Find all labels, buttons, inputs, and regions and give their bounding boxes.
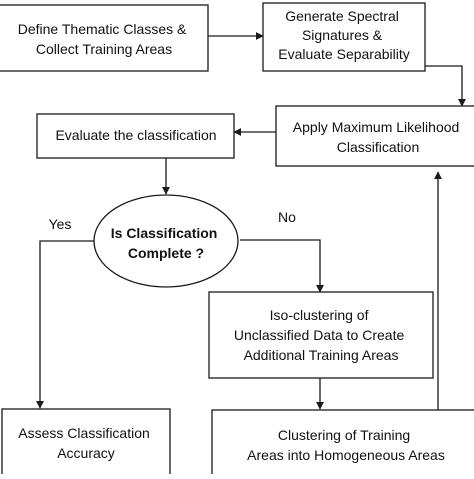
assess-text: Assess Classification Accuracy [18,425,153,461]
define-classes-box [0,4,209,72]
clustering-line-2: Areas into Homogeneous Areas [247,447,445,463]
generate-signatures-box [262,2,426,72]
apply-ml-line-1: Apply Maximum Likelihood [293,119,460,135]
assess-line-1: Assess Classification [18,425,150,441]
decision-text: Is Classification Complete ? [111,225,221,261]
iso-clustering-text: Iso-clustering of Unclassified Data to C… [234,307,408,363]
apply-ml-line-2: Classification [337,139,419,155]
iso-clustering-line-2: Unclassified Data to Create [234,327,405,343]
clustering-text: Clustering of Training Areas into Homoge… [247,427,445,463]
iso-clustering-box [208,291,434,379]
iso-clustering-line-3: Additional Training Areas [244,347,399,363]
assess-box [1,408,171,479]
decision-ellipse [93,194,239,288]
iso-clustering-line-1: Iso-clustering of [270,307,369,323]
generate-signatures-text: Generate Spectral Signatures & Evaluate … [278,8,410,62]
clustering-line-1: Clustering of Training [278,427,410,443]
assess-line-2: Accuracy [57,445,115,461]
evaluate-line-1: Evaluate the classification [55,127,216,143]
generate-signatures-line-1: Generate Spectral [285,8,399,24]
define-classes-line-1: Define Thematic Classes & [18,21,187,37]
decision-line-1: Is Classification [111,225,218,241]
define-classes-text: Define Thematic Classes & Collect Traini… [18,21,190,57]
evaluate-text: Evaluate the classification [55,127,216,143]
yes-label: Yes [49,216,72,232]
apply-ml-box [275,105,474,167]
decision-line-2: Complete ? [128,245,204,261]
generate-signatures-line-2: Signatures & [302,27,383,43]
generate-signatures-line-3: Evaluate Separability [278,46,410,62]
no-label: No [278,209,296,225]
edge-decision-no [240,239,324,293]
edge-generate-to-apply [425,65,466,107]
apply-ml-text: Apply Maximum Likelihood Classification [293,119,463,155]
define-classes-line-2: Collect Training Areas [36,41,172,57]
evaluate-box [36,113,235,159]
edge-decision-yes [36,240,102,409]
